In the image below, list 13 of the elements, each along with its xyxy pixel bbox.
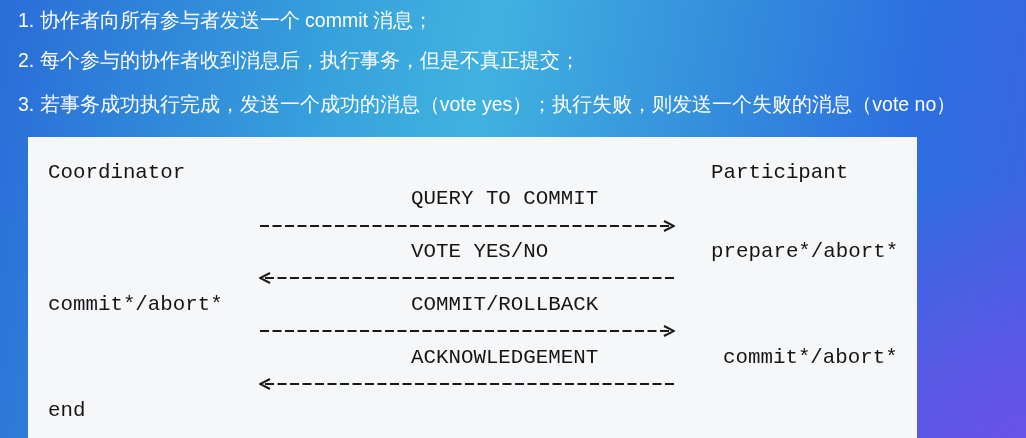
- note-text: 2. 每个参与的协作者收到消息后，执行事务，但是不真正提交；: [18, 48, 580, 72]
- state-label: prepare*/abort*: [711, 239, 899, 265]
- state-label: commit*/abort*: [723, 345, 898, 371]
- message-arrow: [259, 220, 675, 232]
- state-label: commit*/abort*: [48, 292, 223, 318]
- note-text: 3. 若事务成功执行完成，发送一个成功的消息（vote yes）；执行失败，则发送一个失败的消息（vote no）: [18, 92, 957, 116]
- message-arrow: [259, 325, 675, 337]
- state-label: end: [48, 398, 86, 424]
- lifeline-heading: Coordinator: [48, 160, 186, 186]
- note-text: 1. 协作者向所有参与者发送一个 commit 消息；: [18, 8, 434, 32]
- lifeline-heading: Participant: [711, 160, 849, 186]
- message-arrow: [259, 378, 675, 390]
- message-arrow: [259, 272, 675, 284]
